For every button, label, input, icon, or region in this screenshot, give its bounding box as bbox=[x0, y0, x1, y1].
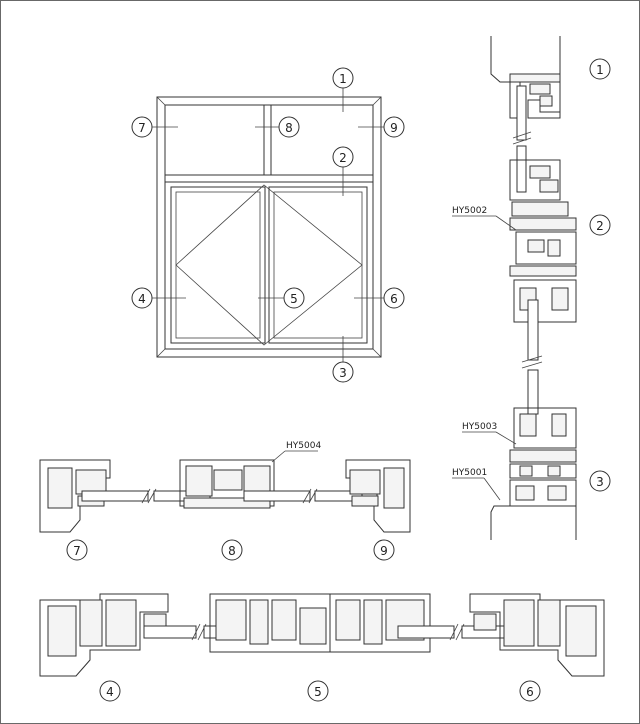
label-hy5002: HY5002 bbox=[452, 206, 487, 216]
transom-profile bbox=[515, 231, 577, 265]
label-hy5003: HY5003 bbox=[462, 422, 497, 432]
section-label-6 bbox=[519, 680, 541, 702]
section-4-5-6 bbox=[39, 593, 605, 677]
svg-text:6: 6 bbox=[526, 685, 534, 699]
section-7-8-9: HY5004 bbox=[39, 441, 411, 533]
label-hy5001: HY5001 bbox=[452, 468, 487, 478]
top-mullion bbox=[263, 104, 272, 176]
svg-text:4: 4 bbox=[138, 292, 146, 306]
transom bbox=[164, 174, 374, 183]
svg-text:7: 7 bbox=[138, 121, 146, 135]
svg-text:1: 1 bbox=[596, 63, 604, 77]
window-elevation bbox=[156, 96, 382, 358]
svg-text:7: 7 bbox=[73, 544, 81, 558]
svg-text:2: 2 bbox=[339, 151, 347, 165]
svg-text:3: 3 bbox=[339, 366, 347, 380]
right-sash bbox=[268, 186, 368, 344]
svg-text:9: 9 bbox=[390, 121, 398, 135]
svg-text:8: 8 bbox=[285, 121, 293, 135]
section-label-3 bbox=[589, 470, 611, 492]
svg-text:1: 1 bbox=[339, 72, 347, 86]
outer-frame bbox=[156, 96, 382, 358]
callout-bubbles: 1 2 3 4 5 6 7 8 9 1 2 3 7 bbox=[66, 58, 611, 702]
label-hy5004: HY5004 bbox=[286, 441, 321, 451]
opening-indicator bbox=[175, 184, 363, 346]
svg-text:4: 4 bbox=[106, 685, 114, 699]
svg-text:5: 5 bbox=[290, 292, 298, 306]
svg-text:5: 5 bbox=[314, 685, 322, 699]
lower-glass bbox=[527, 299, 539, 361]
svg-text:8: 8 bbox=[228, 544, 236, 558]
section-label-2 bbox=[589, 214, 611, 236]
top-glass bbox=[516, 85, 527, 141]
section-label-1 bbox=[589, 58, 611, 80]
sash-profile bbox=[513, 279, 577, 323]
svg-text:2: 2 bbox=[596, 219, 604, 233]
svg-text:6: 6 bbox=[390, 292, 398, 306]
section-label-4 bbox=[99, 680, 121, 702]
svg-text:9: 9 bbox=[380, 544, 388, 558]
svg-text:3: 3 bbox=[596, 475, 604, 489]
vertical-section: HY5002 HY5003 HY5001 bbox=[452, 36, 577, 540]
section-label-8 bbox=[221, 539, 243, 561]
section-label-7 bbox=[66, 539, 88, 561]
section-label-5 bbox=[307, 680, 329, 702]
section-label-9 bbox=[373, 539, 395, 561]
left-sash bbox=[170, 186, 266, 344]
